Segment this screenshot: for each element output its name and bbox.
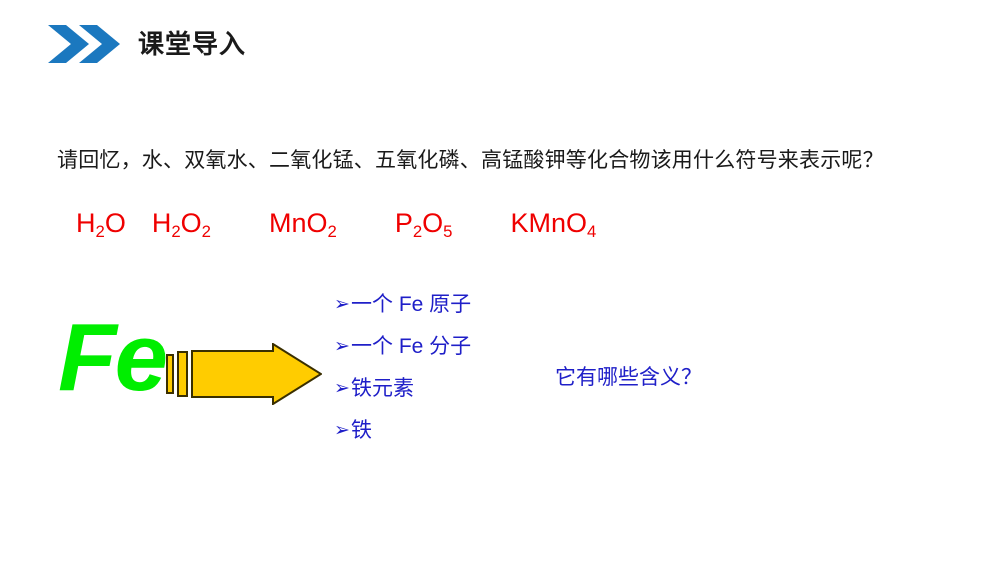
side-question-text: 它有哪些含义？ — [555, 366, 702, 389]
list-item[interactable]: ➢ 铁元素 — [334, 376, 471, 418]
element-symbol-fe: Fe — [58, 304, 168, 411]
double-chevron-right-icon — [48, 25, 120, 63]
page-title: 课堂导入 — [138, 29, 247, 59]
thick-right-arrow-icon — [166, 343, 322, 405]
list-item-label: 一个 Fe 原子 — [351, 293, 472, 316]
formula-kmno4: KMnO4 — [510, 208, 597, 242]
list-item[interactable]: ➢ 一个 Fe 原子 — [334, 292, 471, 334]
bullet-arrow-icon: ➢ — [334, 336, 350, 357]
list-item[interactable]: ➢ 一个 Fe 分子 — [334, 334, 471, 376]
bullet-arrow-icon: ➢ — [334, 420, 350, 441]
meaning-list: ➢ 一个 Fe 原子 ➢ 一个 Fe 分子 ➢ 铁元素 ➢ 铁 — [334, 292, 471, 460]
list-item-label: 铁 — [351, 419, 372, 442]
formula-mno2: MnO2 — [268, 208, 337, 242]
chemical-formula-row: H2O H2O2 MnO2 P2O5 KMnO4 — [76, 208, 622, 242]
list-item-label: 一个 Fe 分子 — [351, 335, 472, 358]
formula-h2o2: H2O2 — [151, 208, 211, 242]
bullet-arrow-icon: ➢ — [334, 294, 350, 315]
formula-p2o5: P2O5 — [394, 208, 453, 242]
bullet-arrow-icon: ➢ — [334, 378, 350, 399]
list-item-label: 铁元素 — [351, 377, 414, 400]
formula-h2o: H2O — [76, 208, 126, 242]
intro-question-text: 请回忆，水、双氧水、二氧化锰、五氧化磷、高锰酸钾等化合物该用什么符号来表示呢？ — [57, 149, 884, 172]
list-item[interactable]: ➢ 铁 — [334, 418, 471, 460]
slide-header: 课堂导入 — [48, 24, 246, 64]
